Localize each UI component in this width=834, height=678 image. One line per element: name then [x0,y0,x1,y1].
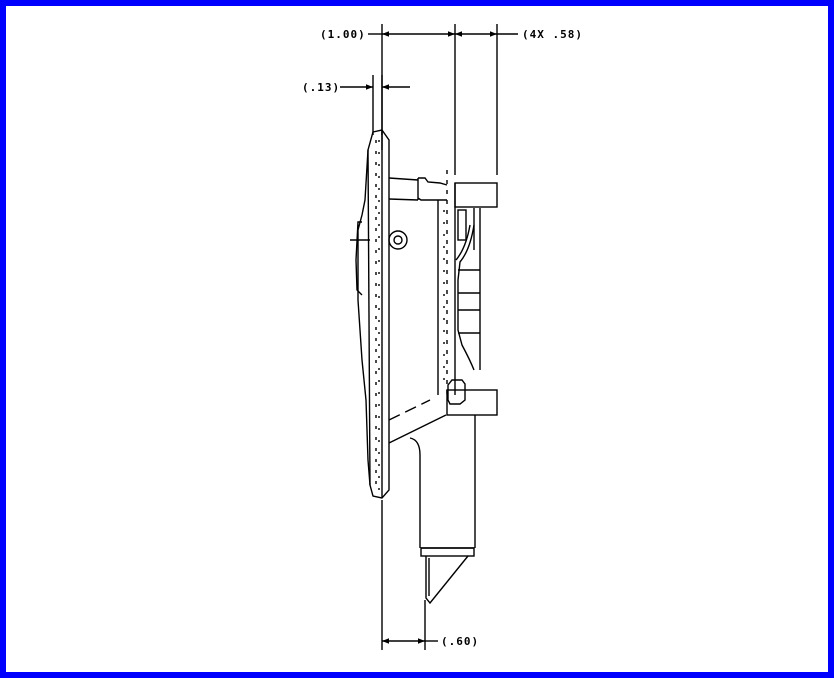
main-body [437,170,456,400]
dim-label-13: (.13) [302,81,340,94]
dim-label-1-00: (1.00) [320,28,366,41]
pivot-boss [388,230,408,250]
lower-bracket [388,399,476,548]
mounting-plate [350,129,390,499]
inner-mechanism [455,208,481,371]
blade [420,547,475,605]
dimension-bottom [381,500,438,650]
upper-tab [454,182,498,208]
upper-arm [388,177,448,201]
dimension-plate [340,75,410,135]
dimension-top [368,24,518,175]
lower-clip [447,379,466,405]
dim-label-60: (.60) [441,635,479,648]
lower-tab [446,389,498,416]
dim-label-4x-58: (4X .58) [522,28,583,41]
